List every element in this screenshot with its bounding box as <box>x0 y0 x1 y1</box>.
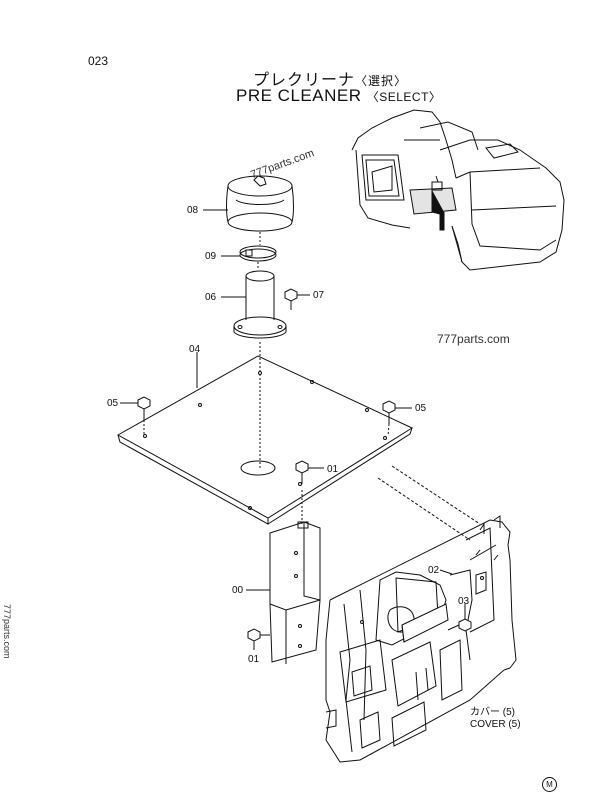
clamp-band <box>221 246 276 270</box>
title-english-note: 〈SELECT〉 <box>366 90 442 104</box>
callout-05-right: 05 <box>415 403 427 414</box>
watermark: 777parts.com <box>437 332 510 346</box>
callout-03: 03 <box>458 596 470 607</box>
cover-label-english: COVER (5) <box>470 719 521 730</box>
bolt-01-upper <box>296 461 324 524</box>
frame-structure <box>326 466 516 762</box>
callout-07: 07 <box>313 290 325 301</box>
cover-plate <box>118 352 412 524</box>
bolt-05-right <box>383 401 412 436</box>
pre-cleaner-cap <box>203 176 294 245</box>
bolt-03 <box>448 604 471 631</box>
callout-06: 06 <box>205 292 217 303</box>
callout-05-left: 05 <box>107 398 119 409</box>
page-number: 023 <box>88 54 109 68</box>
callout-08: 08 <box>187 205 199 216</box>
callout-02: 02 <box>428 565 440 576</box>
cover-label-japanese: カバー (5) <box>470 707 515 718</box>
callout-04: 04 <box>189 344 201 355</box>
title-english: PRE CLEANER 〈SELECT〉 <box>236 86 441 106</box>
corner-mark: M <box>542 777 557 792</box>
callout-01-upper: 01 <box>327 464 339 475</box>
callout-01-lower: 01 <box>248 654 260 665</box>
bolt-07 <box>285 289 310 310</box>
pipe-flange <box>221 271 286 470</box>
bracket <box>246 522 320 664</box>
title-japanese-note: 〈選択〉 <box>355 74 408 88</box>
title-japanese-main: プレクリーナ <box>253 70 356 89</box>
title-japanese: プレクリーナ〈選択〉 <box>253 66 407 90</box>
excavator-inset <box>352 110 564 270</box>
callout-09: 09 <box>205 251 217 262</box>
callout-00: 00 <box>232 585 244 596</box>
bolt-05-left <box>120 397 150 434</box>
title-english-main: PRE CLEANER <box>236 86 362 105</box>
bolt-01-lower <box>248 629 270 650</box>
